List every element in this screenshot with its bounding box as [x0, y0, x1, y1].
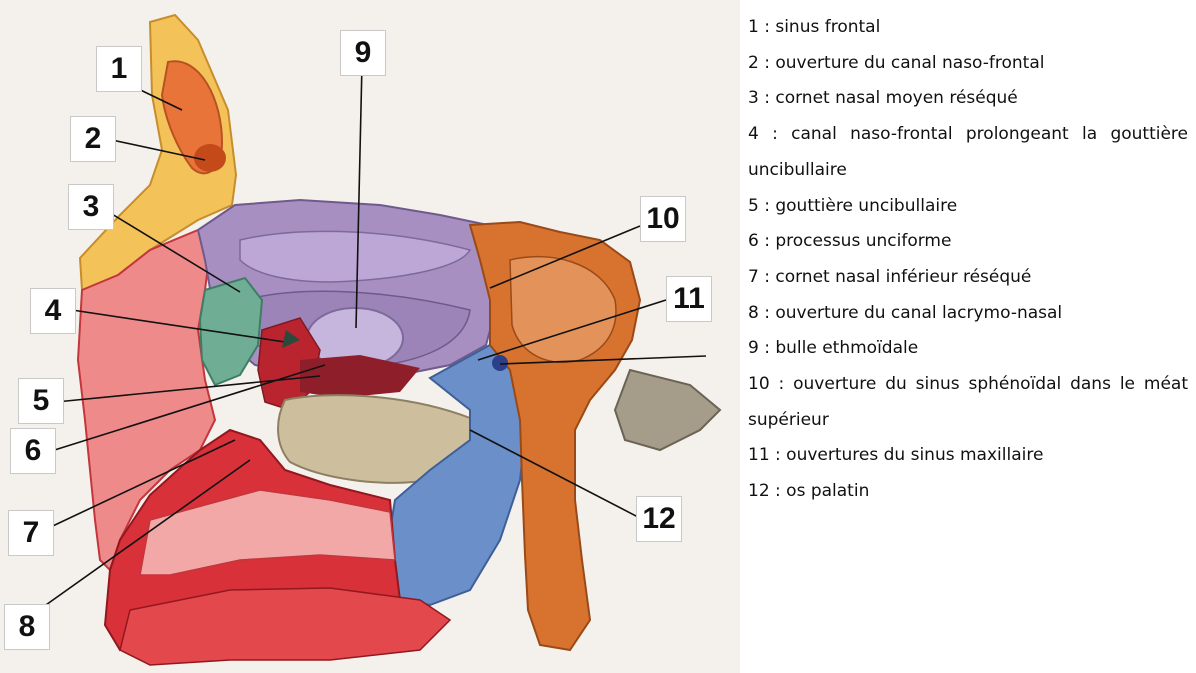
anatomy-figure: 1 2 3 4 5 6 7 8 9 10 11 12	[0, 0, 740, 673]
legend-item-12: 12 : os palatin	[748, 474, 1188, 510]
label-12: 12	[636, 496, 682, 542]
label-9: 9	[340, 30, 386, 76]
label-5: 5	[18, 378, 64, 424]
legend-item-4: 4 : canal naso-frontal prolongeant la go…	[748, 117, 1188, 188]
label-8: 8	[4, 604, 50, 650]
label-6: 6	[10, 428, 56, 474]
nasal-cavity-illustration	[0, 0, 740, 673]
legend-item-9: 9 : bulle ethmoïdale	[748, 331, 1188, 367]
label-7: 7	[8, 510, 54, 556]
legend-item-2: 2 : ouverture du canal naso-frontal	[748, 46, 1188, 82]
legend-item-1: 1 : sinus frontal	[748, 10, 1188, 46]
legend-item-10: 10 : ouverture du sinus sphénoïdal dans …	[748, 367, 1188, 438]
legend-item-11: 11 : ouvertures du sinus maxillaire	[748, 438, 1188, 474]
legend-item-6: 6 : processus unciforme	[748, 224, 1188, 260]
label-3: 3	[68, 184, 114, 230]
legend-item-8: 8 : ouverture du canal lacrymo-nasal	[748, 296, 1188, 332]
legend-item-5: 5 : gouttière uncibullaire	[748, 189, 1188, 225]
label-1: 1	[96, 46, 142, 92]
label-2: 2	[70, 116, 116, 162]
legend-item-3: 3 : cornet nasal moyen réséqué	[748, 81, 1188, 117]
label-10: 10	[640, 196, 686, 242]
legend-item-7: 7 : cornet nasal inférieur réséqué	[748, 260, 1188, 296]
legend: 1 : sinus frontal 2 : ouverture du canal…	[748, 10, 1188, 510]
label-4: 4	[30, 288, 76, 334]
label-11: 11	[666, 276, 712, 322]
